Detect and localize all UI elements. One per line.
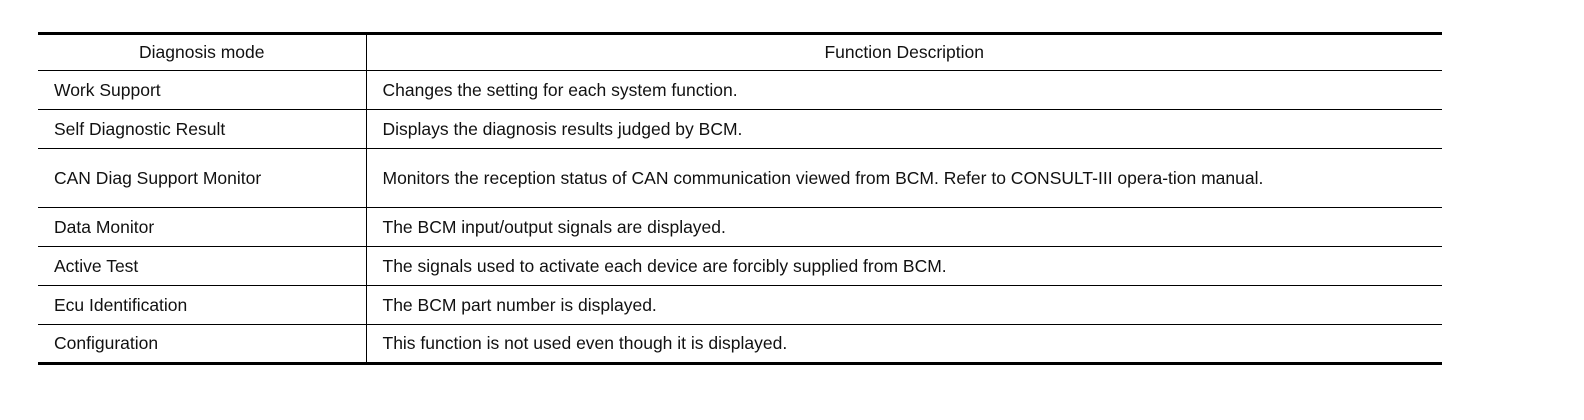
table-row: Data Monitor The BCM input/output signal… <box>38 207 1442 247</box>
table-row: CAN Diag Support Monitor Monitors the re… <box>38 148 1442 208</box>
table-row: Self Diagnostic Result Displays the diag… <box>38 109 1442 149</box>
function-description-cell: This function is not used even though it… <box>366 324 1442 365</box>
column-header-function-description: Function Description <box>366 32 1442 71</box>
table-row: Work Support Changes the setting for eac… <box>38 70 1442 110</box>
function-description-cell: Displays the diagnosis results judged by… <box>366 109 1442 149</box>
function-description-cell: The BCM input/output signals are display… <box>366 207 1442 247</box>
function-description-cell: The BCM part number is displayed. <box>366 285 1442 325</box>
diagnosis-mode-cell: Work Support <box>38 70 367 110</box>
diagnosis-mode-cell: CAN Diag Support Monitor <box>38 148 367 208</box>
function-description-cell: Changes the setting for each system func… <box>366 70 1442 110</box>
diagnosis-mode-cell: Configuration <box>38 324 367 365</box>
table-row: Active Test The signals used to activate… <box>38 246 1442 286</box>
diagnosis-mode-table: Diagnosis mode Function Description Work… <box>38 32 1442 365</box>
column-header-diagnosis-mode: Diagnosis mode <box>38 32 367 71</box>
diagnosis-mode-cell: Ecu Identification <box>38 285 367 325</box>
diagnosis-mode-cell: Self Diagnostic Result <box>38 109 367 149</box>
function-description-cell: The signals used to activate each device… <box>366 246 1442 286</box>
table-header-row: Diagnosis mode Function Description <box>38 32 1442 71</box>
table-row: Configuration This function is not used … <box>38 324 1442 365</box>
table-row: Ecu Identification The BCM part number i… <box>38 285 1442 325</box>
diagnosis-mode-cell: Active Test <box>38 246 367 286</box>
diagnosis-mode-cell: Data Monitor <box>38 207 367 247</box>
function-description-cell: Monitors the reception status of CAN com… <box>366 148 1442 208</box>
